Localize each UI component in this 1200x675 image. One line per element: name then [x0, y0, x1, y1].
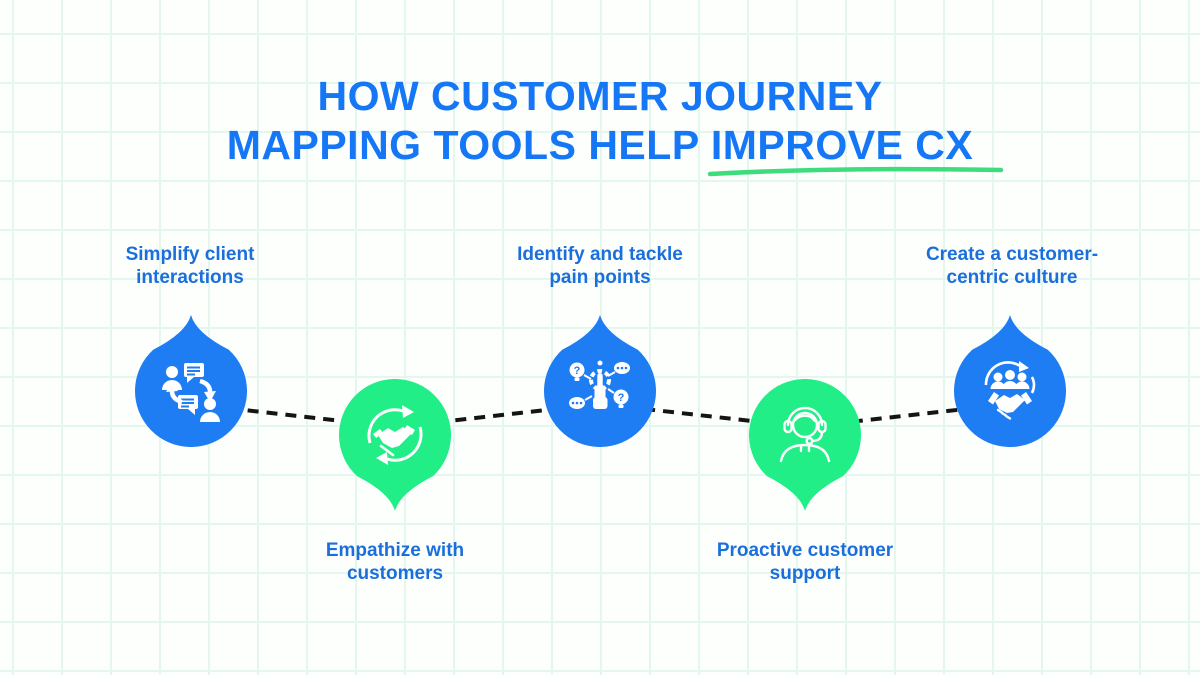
dashed-journey-line [190, 401, 1011, 430]
title-underline [707, 166, 1004, 177]
label-create-customer-centric-culture: Create a customer- centric culture [925, 244, 1099, 288]
svg-text:?: ? [574, 365, 581, 377]
green-underline-stroke [707, 166, 1004, 177]
marker-proactive-customer-support [749, 379, 861, 511]
svg-text:?: ? [618, 392, 625, 404]
marker-create-customer-centric-culture [954, 315, 1066, 447]
title-line-1: HOW CUSTOMER JOURNEY [317, 73, 883, 119]
marker-identify-and-tackle-pain-points: ? ? [544, 315, 656, 447]
support-agent-icon [779, 406, 831, 463]
page-title: HOW CUSTOMER JOURNEY MAPPING TOOLS HELP … [0, 72, 1200, 170]
marker-simplify-client-interactions [135, 315, 247, 447]
label-proactive-customer-support: Proactive customer support [716, 540, 894, 584]
label-empathize-with-customers: Empathize with customers [325, 540, 465, 584]
pain-points-icon: ? ? [569, 360, 630, 409]
clients-conversation-icon [162, 363, 220, 422]
title-line-2: MAPPING TOOLS HELP IMPROVE CX [226, 122, 974, 168]
marker-empathize-with-customers [339, 379, 451, 511]
label-simplify-client-interactions: Simplify client interactions [125, 244, 255, 288]
handshake-cycle-icon [367, 405, 423, 465]
label-identify-and-tackle-pain-points: Identify and tackle pain points [517, 244, 683, 288]
blue-drop-shape [135, 315, 247, 447]
team-handshake-icon [984, 361, 1036, 420]
